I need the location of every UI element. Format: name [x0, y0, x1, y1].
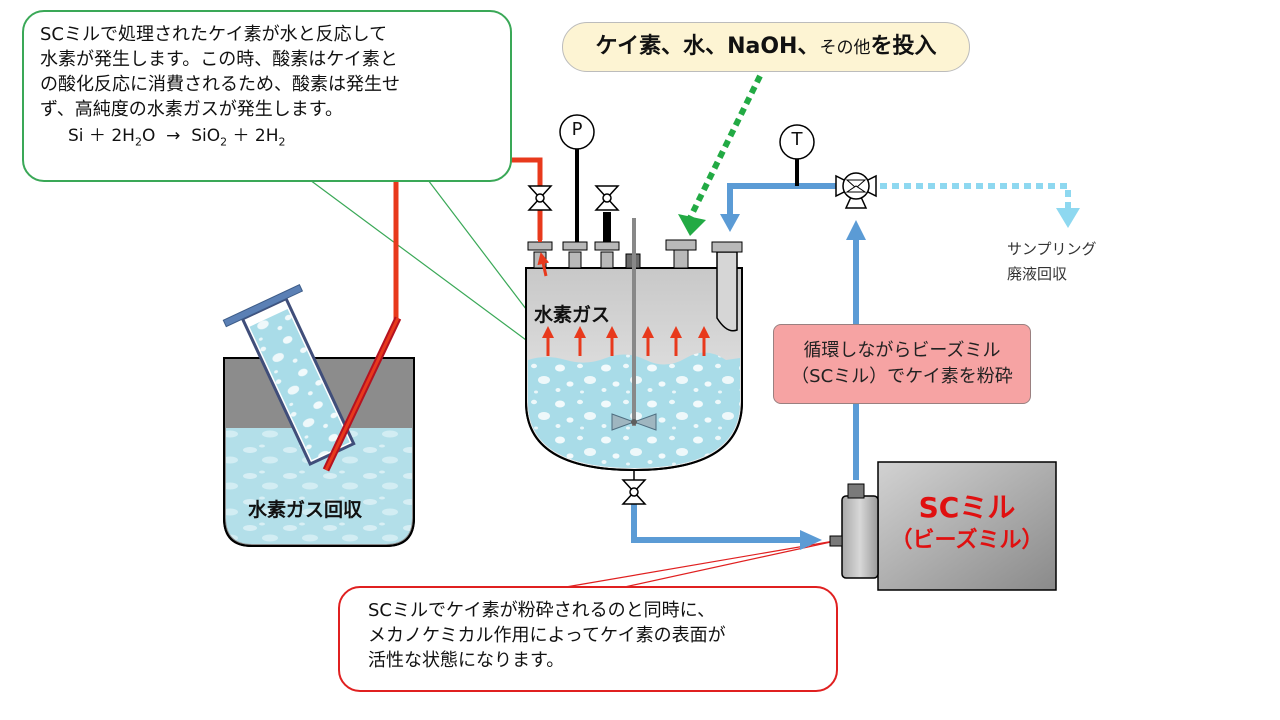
- input-label-small: その他: [819, 38, 871, 58]
- formula-plus: ＋: [88, 126, 106, 146]
- formula-sio2: SiO: [191, 126, 221, 146]
- gas-arrows: [537, 252, 710, 356]
- reaction-line: SCミルで処理されたケイ素が水と反応して: [40, 24, 388, 45]
- reaction-callout: SCミルで処理されたケイ素が水と反応して 水素が発生します。この時、酸素はケイ素…: [22, 10, 512, 182]
- formula-si: Si: [68, 126, 84, 146]
- sampling-label-line: サンプリング: [1007, 240, 1097, 258]
- collection-tube: [222, 284, 356, 466]
- mechano-line: メカノケミカル作用によってケイ素の表面が: [368, 625, 726, 646]
- pressure-gauge-label: P: [571, 119, 583, 140]
- valve-three-way: [835, 172, 877, 209]
- stirrer: [611, 218, 657, 431]
- sampling-arrow: [1056, 208, 1080, 228]
- temperature-gauge: [779, 124, 815, 186]
- input-label-main: ケイ素、水、NaOH、: [595, 34, 820, 59]
- formula-h2o: 2H: [111, 126, 135, 146]
- flow-arrow: [800, 530, 822, 550]
- input-arrow: [687, 74, 763, 220]
- sampling-label-line: 廃液回収: [1007, 265, 1068, 283]
- valve-bottom: [621, 470, 647, 505]
- circulation-label: 循環しながらビーズミル （SCミル）でケイ素を粉砕: [773, 324, 1031, 404]
- flow-arrow: [720, 214, 740, 232]
- sampling-line: [880, 183, 1071, 210]
- formula-h2-sub: 2: [278, 135, 286, 149]
- input-label-tail: を投入: [870, 34, 937, 59]
- valve-top-2: [594, 185, 620, 242]
- formula-h2o-sub: 2: [134, 135, 142, 149]
- input-arrow-head: [678, 214, 706, 236]
- reaction-line: の酸化反応に消費されるため、酸素は発生せ: [40, 74, 400, 95]
- circulation-label-line: 循環しながらビーズミル: [803, 340, 1001, 361]
- formula-h2: 2H: [254, 126, 279, 146]
- tank-gas-label: 水素ガス: [534, 304, 611, 326]
- mill-label-line: SCミル: [918, 491, 1016, 524]
- collection-label: 水素ガス回収: [248, 499, 363, 521]
- reaction-line: 水素が発生します。この時、酸素はケイ素と: [40, 49, 398, 70]
- reaction-line: ず、高純度の水素ガスが発生します。: [40, 99, 343, 120]
- formula-h2o-o: O: [141, 126, 156, 146]
- reaction-formula: Si ＋ 2H2O → SiO2 ＋ 2H2: [40, 124, 494, 154]
- sc-mill: [829, 461, 1057, 591]
- pressure-gauge: [559, 114, 595, 242]
- mill-label-line: （ビーズミル）: [890, 528, 1044, 553]
- flow-arrow: [846, 220, 866, 240]
- temperature-gauge-label: T: [791, 129, 803, 150]
- valve-hydrogen: [527, 185, 553, 242]
- formula-arrow: →: [166, 126, 181, 146]
- mechano-callout-leader: [559, 539, 841, 589]
- formula-plus: ＋: [232, 126, 250, 146]
- mechano-line: SCミルでケイ素が粉砕されるのと同時に、: [368, 600, 716, 621]
- mill-label: SCミル （ビーズミル）: [878, 490, 1056, 556]
- mechano-callout-leader: [619, 539, 841, 589]
- input-label: ケイ素、水、NaOH、その他を投入: [562, 22, 970, 72]
- mechano-line: 活性な状態になります。: [368, 650, 565, 671]
- sampling-label: サンプリング 廃液回収: [1007, 237, 1097, 287]
- mechano-callout: SCミルでケイ素が粉砕されるのと同時に、 メカノケミカル作用によってケイ素の表面…: [338, 586, 838, 692]
- formula-sio2-sub: 2: [220, 135, 228, 149]
- tank-nozzles: [527, 239, 743, 269]
- circulation-label-line: （SCミル）でケイ素を粉砕: [791, 366, 1013, 387]
